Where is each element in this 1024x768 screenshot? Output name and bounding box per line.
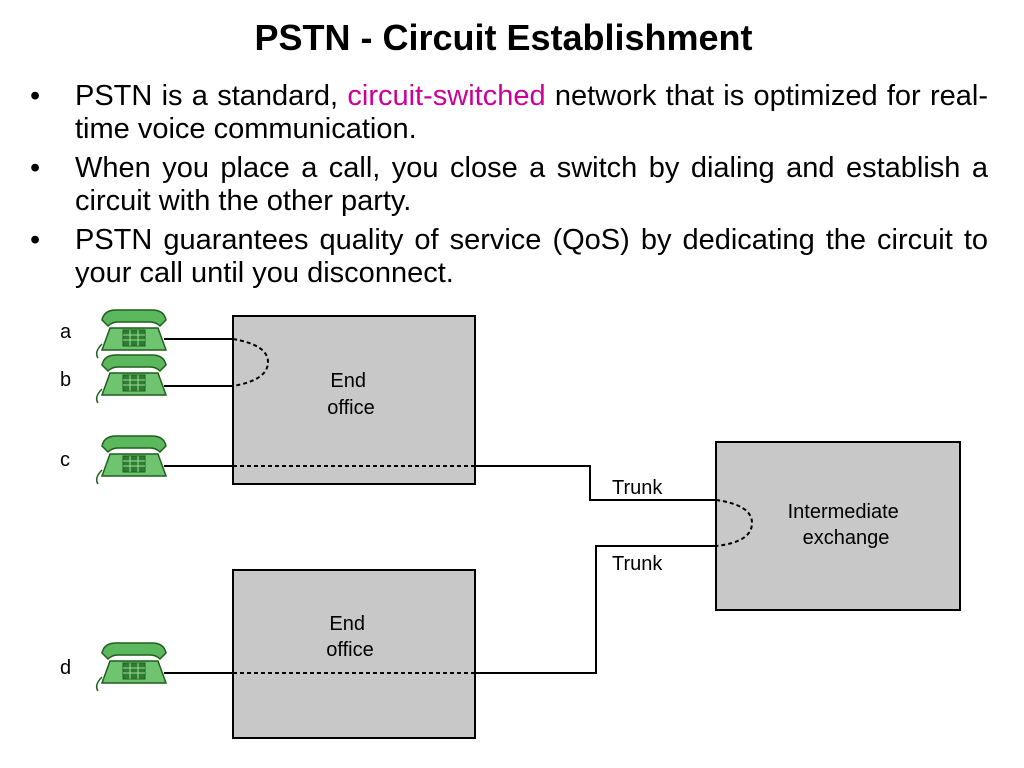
bullet-item: • When you place a call, you close a swit…: [30, 152, 988, 218]
highlighted-term: circuit-switched: [347, 80, 546, 112]
end-office-bottom-line-1: End: [329, 613, 365, 635]
bullet-symbol: •: [30, 224, 41, 256]
bullet-text: network that is optimized for real-time …: [75, 80, 988, 145]
trunk-top-label: Trunk: [612, 477, 663, 499]
phone-label-b: b: [60, 369, 71, 391]
bullet-item: • PSTN is a standard, circuit-switched ne…: [30, 80, 988, 146]
telephone-icon-d: [95, 642, 167, 692]
intermediate-exchange-line-2: exchange: [803, 527, 890, 549]
end-office-bottom-label: End office: [326, 613, 373, 661]
circuit-diagram: a b c d End office End office Intermedia…: [60, 309, 961, 739]
end-office-top-box: [232, 315, 476, 485]
phone-label-d: d: [60, 657, 71, 679]
bullet-text: When you place a call, you close a switc…: [75, 152, 988, 217]
end-office-bottom-line-2: office: [326, 639, 373, 661]
bullet-item: • PSTN guarantees quality of service (QoS…: [30, 224, 988, 290]
bullet-symbol: •: [30, 152, 41, 184]
end-office-top-line-2: office: [327, 397, 374, 419]
trunk-top-line: [475, 465, 716, 501]
slide-title: PSTN - Circuit Establishment: [254, 17, 753, 58]
telephone-icon-c: [95, 435, 167, 485]
trunk-bottom-label: Trunk: [612, 553, 663, 575]
bullet-list: • PSTN is a standard, circuit-switched ne…: [30, 80, 988, 296]
intermediate-exchange-line-1: Intermediate: [788, 501, 899, 523]
end-office-bottom-box: [232, 569, 476, 739]
phone-label-c: c: [60, 449, 70, 471]
phone-label-a: a: [60, 321, 72, 343]
internal-connection-a-b: [232, 338, 270, 387]
bullet-symbol: •: [30, 80, 41, 112]
end-office-top-line-1: End: [330, 370, 366, 392]
bullet-text: PSTN guarantees quality of service (QoS)…: [75, 224, 988, 289]
telephone-icon-a: [95, 309, 167, 359]
bullet-text: PSTN is a standard,: [75, 80, 348, 112]
end-office-top-label: End office: [327, 370, 374, 419]
intermediate-exchange-box: [715, 441, 961, 611]
intermediate-exchange-label: Intermediate exchange: [788, 501, 905, 549]
trunk-bottom-line: [475, 545, 716, 674]
telephone-icon-b: [95, 354, 167, 404]
